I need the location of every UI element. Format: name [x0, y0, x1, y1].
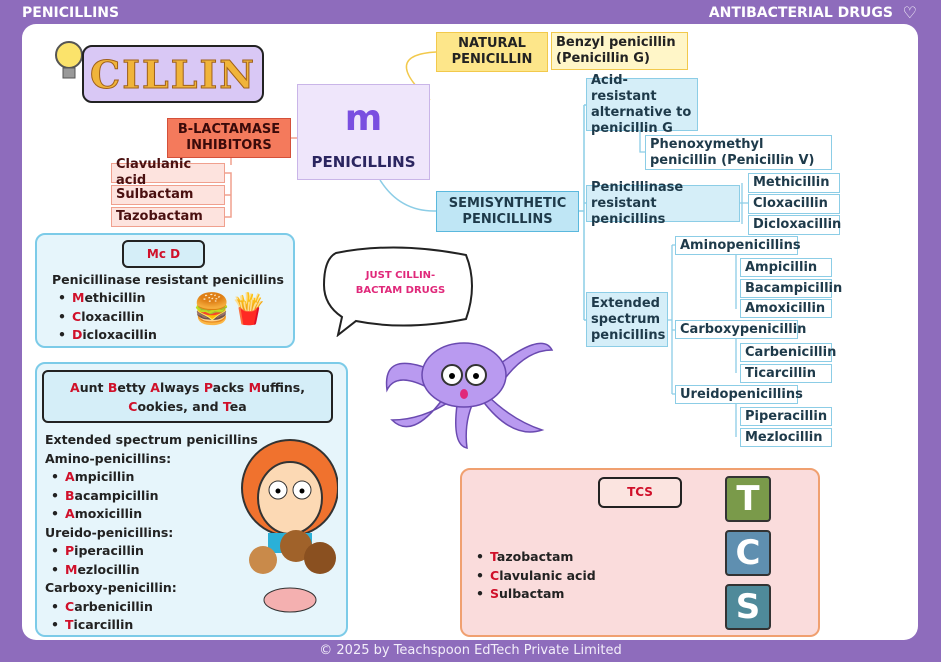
extended-spectrum-node: Extended spectrum penicillins — [586, 292, 668, 347]
semisynthetic-node: SEMISYNTHETIC PENICILLINS — [436, 191, 579, 232]
list-item: Ticarcillin — [51, 616, 258, 635]
group-node: Carboxypenicillin — [675, 320, 806, 339]
list-item: Ampicillin — [51, 468, 258, 487]
drug-node: Carbenicillin — [740, 343, 836, 362]
natural-penicillin-node: NATURAL PENICILLIN — [436, 32, 548, 72]
acid-resistant-node: Acid-resistant alternative to penicillin… — [586, 73, 698, 136]
list-item: Clavulanic acid — [476, 567, 596, 586]
tile-s: S — [725, 584, 771, 630]
drug-node: Ticarcillin — [740, 364, 832, 383]
title-banner: CILLIN — [82, 45, 264, 103]
mcd-subtitle: Penicillinase resistant penicillins — [52, 272, 284, 287]
tcs-title: TCS — [598, 477, 682, 508]
tile-c: C — [725, 530, 771, 576]
burger-fries-icon: 🍔🍟 — [193, 292, 268, 327]
bubble-text: JUST CILLIN-BACTAM DRUGS — [355, 270, 446, 296]
list-item: Dicloxacillin — [58, 326, 157, 345]
drug-node: Amoxicillin — [740, 299, 832, 318]
list-item: Methicillin — [58, 289, 157, 308]
aunt-heading: Extended spectrum penicillins — [45, 432, 258, 447]
list-item: Bacampicillin — [51, 487, 258, 506]
blactamase-node: B-LACTAMASE INHIBITORS — [167, 118, 291, 158]
list-item: Sulbactam — [476, 585, 596, 604]
drug-node: Ampicillin — [740, 258, 832, 277]
list-item: Cloxacillin — [58, 308, 157, 327]
group-node: Ureidopenicillins — [675, 385, 803, 404]
list-item: Mezlocillin — [51, 561, 258, 580]
drug-node: Bacampicillin — [740, 279, 842, 298]
copyright-footer: © 2025 by Teachspoon EdTech Private Limi… — [319, 643, 622, 658]
mcd-title: Mc D — [122, 240, 205, 268]
blactamase-item: Sulbactam — [111, 185, 225, 205]
drug-node: Mezlocillin — [740, 428, 832, 447]
lightbulb-icon — [52, 38, 86, 82]
group-node: Aminopenicillins — [675, 236, 801, 255]
section-label: Carboxy-penicillin: — [45, 580, 177, 595]
drug-node: Methicillin — [748, 173, 840, 193]
aunt-title: Aunt Betty Always Packs Muffins, Cookies… — [42, 370, 333, 423]
octopus-illustration — [385, 342, 554, 449]
center-label: PENICILLINS — [311, 153, 416, 171]
phenoxymethyl-node: Phenoxymethyl penicillin (Penicillin V) — [645, 135, 832, 170]
penicillinase-resistant-node: Penicillinase resistant penicillins — [586, 180, 740, 227]
drug-node: Piperacillin — [740, 407, 832, 426]
girl-muffins-illustration — [238, 428, 339, 618]
list-item: Piperacillin — [51, 542, 258, 561]
drug-node: Cloxacillin — [748, 194, 840, 214]
list-item: Tazobactam — [476, 548, 596, 567]
header-topic: PENICILLINS — [22, 5, 120, 21]
logo-icon: m — [344, 98, 383, 139]
center-node: m PENICILLINS — [297, 84, 430, 180]
section-label: Amino-penicillins: — [45, 450, 172, 466]
drug-node: Dicloxacillin — [748, 215, 841, 235]
blactamase-item: Clavulanic acid — [111, 157, 225, 188]
list-item: Amoxicillin — [51, 505, 258, 524]
section-label: Ureido-penicillins: — [45, 524, 174, 540]
header-category: ANTIBACTERIAL DRUGS — [708, 5, 893, 21]
speech-bubble — [322, 246, 473, 337]
tile-t: T — [725, 476, 771, 522]
blactamase-item: Tazobactam — [111, 207, 225, 227]
list-item: Carbenicillin — [51, 598, 258, 617]
benzyl-penicillin-node: Benzyl penicillin (Penicillin G) — [551, 32, 688, 70]
heart-icon: ♡ — [902, 3, 917, 22]
